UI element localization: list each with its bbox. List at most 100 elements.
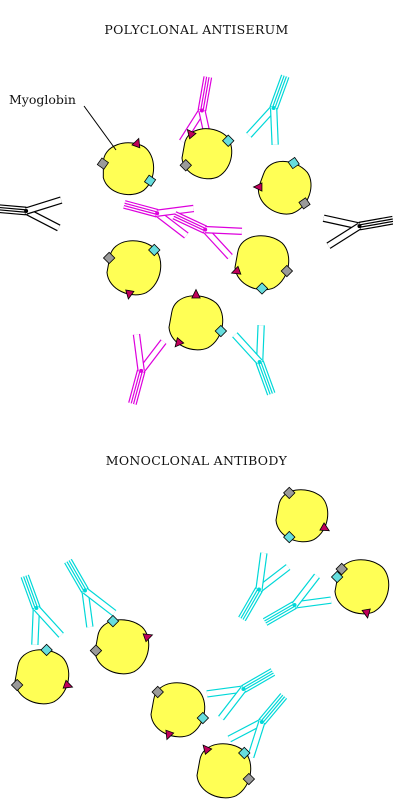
antibody-segment-inner <box>24 208 60 231</box>
antibody-hinge <box>203 227 208 232</box>
antibody-segment-inner <box>263 602 294 621</box>
antibody-hinge <box>259 719 264 724</box>
epitope-triangle <box>191 288 201 299</box>
myoglobin-molecule <box>179 128 235 180</box>
epitope-square <box>298 197 311 210</box>
epitope-diamond <box>106 614 120 628</box>
epitope-diamond <box>283 530 296 544</box>
antibody-segment-inner <box>206 686 244 697</box>
antibody-segment-inner <box>0 210 26 215</box>
antibody-hinge <box>199 108 204 113</box>
myoglobin-body <box>102 142 155 196</box>
myoglobin-molecule <box>102 240 162 300</box>
epitope-triangle <box>131 137 141 149</box>
myoglobin-molecule <box>330 559 390 619</box>
antibody-segment-inner <box>271 107 278 145</box>
antibody-segment-inner <box>244 673 275 692</box>
antibody-hinge <box>271 106 276 111</box>
antibody-segment-inner <box>294 597 332 608</box>
antibody-segment-inner <box>359 222 393 230</box>
epitope-triangle <box>125 289 135 300</box>
antibody-segment-inner <box>155 211 188 238</box>
antibody-segment-inner <box>256 552 267 590</box>
epitope-square <box>151 685 164 699</box>
epitope-diamond <box>196 711 210 725</box>
antibody-segment-inner <box>246 106 276 137</box>
antibody-segment-inner <box>123 206 157 217</box>
myoglobin-molecule <box>168 288 228 351</box>
epitope-diamond <box>238 746 251 760</box>
antibody-segment-inner <box>256 362 270 395</box>
epitope-diamond <box>214 324 228 338</box>
myoglobin-body <box>14 649 70 705</box>
antibody-segment-inner <box>175 212 207 228</box>
epitope-square <box>283 486 296 500</box>
myoglobin-body <box>106 240 162 296</box>
antibody-segment-inner <box>241 669 272 688</box>
epitope-triangle <box>186 128 197 140</box>
myoglobin-body <box>150 682 206 738</box>
antibody-segment-inner <box>173 216 205 233</box>
epitope-square <box>10 678 24 692</box>
antibody-segment-inner <box>266 606 297 625</box>
epitope-triangle <box>142 633 154 643</box>
antibody-segment-inner <box>82 590 93 628</box>
antibody-segment-inner <box>259 693 283 721</box>
antibody-hinge <box>139 368 144 373</box>
antibody-hinge <box>155 211 160 216</box>
epitope-triangle <box>202 744 213 755</box>
antibody-segment-inner <box>65 562 84 593</box>
antibody-hinge <box>34 606 39 611</box>
myoglobin-body <box>234 235 290 291</box>
epitope-triangle <box>165 729 175 741</box>
monoclonal-title: MONOCLONAL ANTIBODY <box>105 453 288 468</box>
antibody-segment-inner <box>0 205 27 210</box>
antibody-segment-inner <box>180 109 205 143</box>
epitope-diamond <box>255 282 269 295</box>
antibody-segment-inner <box>83 588 116 615</box>
myoglobin-molecule <box>89 614 154 675</box>
antibody-segment-inner <box>270 75 284 108</box>
antibody-segment-inner <box>25 197 62 214</box>
myoglobin-body <box>196 743 252 799</box>
epitope-triangle <box>174 337 185 348</box>
antibody-segment-inner <box>275 76 289 110</box>
myoglobin-molecule <box>275 486 331 544</box>
epitope-diamond <box>330 570 344 584</box>
antibody-segment-inner <box>26 575 40 608</box>
epitope-square <box>335 562 348 576</box>
antibody-segment-inner <box>248 721 265 758</box>
antibody-segment-inner <box>198 76 207 111</box>
epitope-diamond <box>287 156 300 170</box>
antibody-segment-inner <box>34 606 64 637</box>
antibody-segment-inner <box>243 590 262 621</box>
antibody-segment-inner <box>124 201 158 212</box>
myoglobin-molecule <box>196 743 256 799</box>
myoglobin-body <box>275 489 329 543</box>
antibody-hinge <box>83 588 87 593</box>
antibody-segment-inner <box>358 217 393 225</box>
antibody-hinge <box>24 209 29 214</box>
antibody-segment-inner <box>263 697 287 725</box>
antibody-segment-inner <box>205 227 243 234</box>
epitope-diamond <box>143 174 157 187</box>
antibody-segment-inner <box>69 559 88 590</box>
epitope-square <box>102 251 116 265</box>
epitope-triangle <box>319 522 331 532</box>
epitope-triangle <box>62 679 74 689</box>
myoglobin-molecule <box>96 137 157 196</box>
antibody-segment-inner <box>228 719 264 742</box>
epitope-triangle <box>230 265 242 275</box>
epitope-diamond <box>40 643 53 657</box>
epitope-square <box>89 644 103 657</box>
antibody-segment-inner <box>139 340 166 373</box>
antibody-hinge <box>257 359 262 364</box>
antibody-segment-inner <box>21 576 35 610</box>
myoglobin-molecule <box>150 682 210 741</box>
antibody-segment-inner <box>133 334 144 372</box>
myoglobin-molecule <box>230 235 294 295</box>
antibody-segment-inner <box>203 77 211 112</box>
myoglobin-body <box>257 160 312 215</box>
antibody-segment-inner <box>203 227 232 259</box>
myoglobin-body <box>181 128 233 180</box>
